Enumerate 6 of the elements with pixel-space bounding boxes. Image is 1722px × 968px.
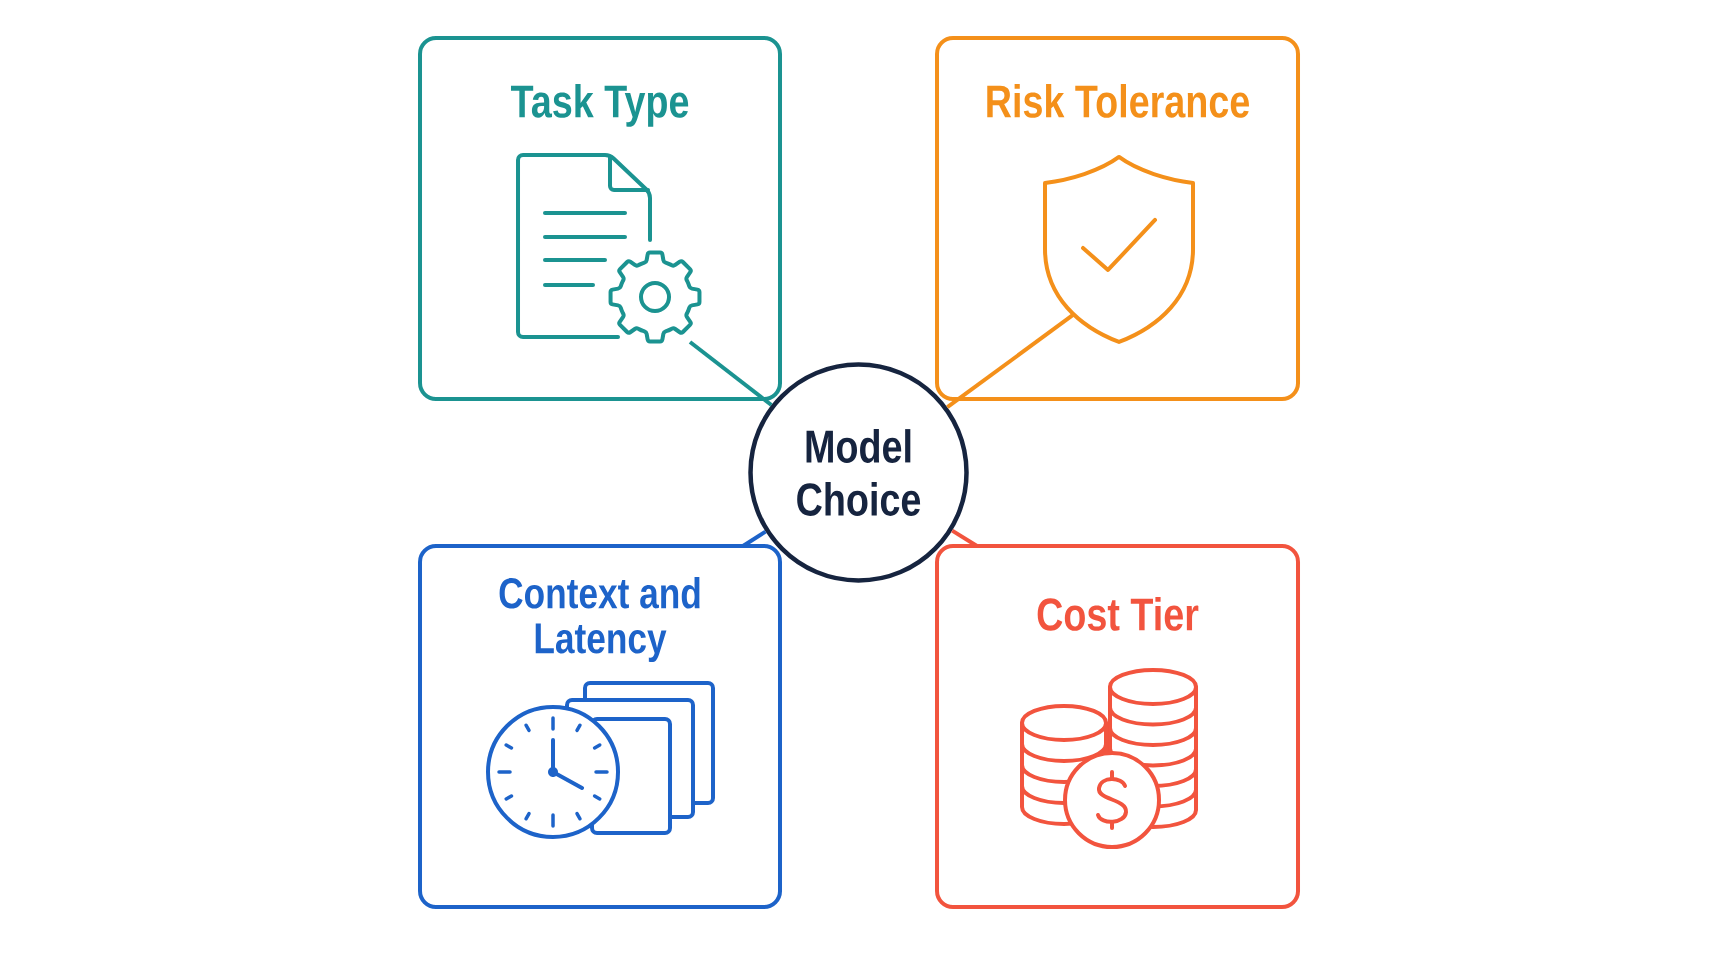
connector-line [946,313,1075,409]
shield-check-icon [1043,155,1195,344]
connector-line [688,340,773,407]
category-box: Task Type [418,36,782,401]
document-gear-icon [516,153,702,344]
category-box: Risk Tolerance [935,36,1300,401]
